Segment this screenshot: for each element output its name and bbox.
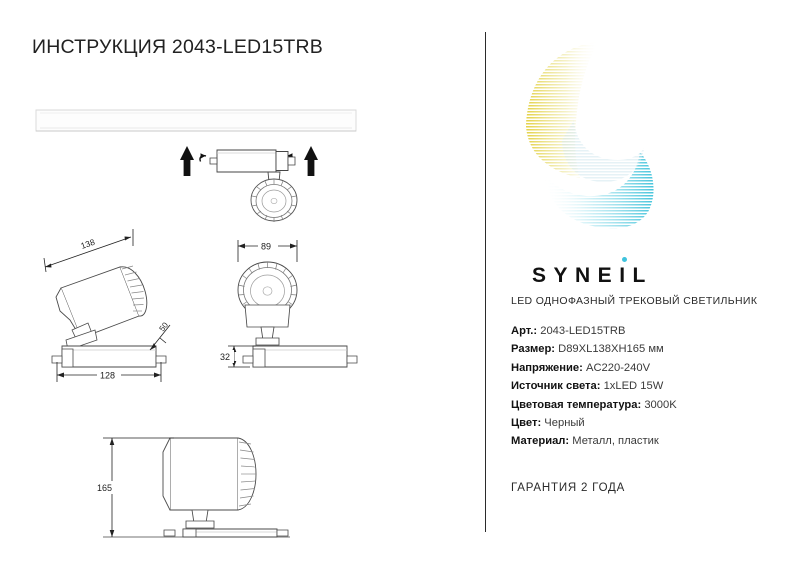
elevation-view-drawing: 165: [96, 437, 290, 538]
product-spec-list: Арт.: 2043-LED15TRB Размер: D89XL138XH16…: [511, 322, 791, 451]
dimension-128: 128: [56, 362, 162, 382]
dimension-138: 138: [43, 229, 134, 273]
dimension-32: 32: [219, 345, 256, 368]
up-arrow-icon-left: [180, 146, 194, 176]
dimension-label: 165: [97, 483, 112, 493]
dimension-label: 32: [220, 352, 230, 362]
spec-label: Цвет:: [511, 417, 542, 430]
dimension-50: 50: [149, 320, 170, 351]
dimension-label: 89: [261, 242, 271, 252]
dimension-165: 165: [96, 437, 174, 537]
spec-label: Размер:: [511, 343, 556, 356]
spec-row: Напряжение: AC220-240V: [511, 359, 791, 377]
dimension-89: 89: [237, 239, 298, 262]
spec-value: 2043-LED15TRB: [540, 325, 626, 337]
vertical-divider: [485, 32, 486, 532]
page-title: ИНСТРУКЦИЯ 2043-LED15TRB: [32, 36, 324, 58]
spec-label: Источник света:: [511, 380, 601, 393]
logo-upper-swoosh: [526, 42, 598, 178]
wordmark-letter-i: I: [619, 257, 633, 287]
spec-row: Цветовая температура: 3000K: [511, 396, 791, 414]
side-view-drawing: 138: [43, 229, 170, 382]
brand-logo: SYNEIL: [504, 36, 684, 287]
product-description: LED ОДНОФАЗНЫЙ ТРЕКОВЫЙ СВЕТИЛЬНИК: [511, 295, 758, 307]
technical-drawings-panel: 138: [35, 109, 358, 538]
warranty-text: ГАРАНТИЯ 2 ГОДА: [511, 482, 626, 494]
spec-value: Металл, пластик: [572, 435, 659, 448]
up-arrow-icon-right: [304, 146, 318, 176]
dimension-label: 138: [79, 237, 96, 251]
spec-value: 1xLED 15W: [603, 380, 664, 393]
spec-value: AC220-240V: [585, 361, 651, 374]
spec-row: Арт.: 2043-LED15TRB: [511, 322, 791, 340]
track-rail-drawing: [35, 109, 357, 132]
spec-value: 3000K: [644, 398, 677, 411]
spec-label: Материал:: [511, 435, 570, 448]
wordmark-part2: L: [632, 264, 653, 287]
syneil-swirl-logo: [526, 42, 654, 229]
spec-row: Цвет: Черный: [511, 414, 791, 432]
spec-label: Цветовая температура:: [511, 398, 642, 411]
dimension-label: 50: [157, 320, 170, 333]
track-mounting-diagram: [180, 146, 318, 222]
dimension-label: 128: [100, 371, 115, 381]
spec-row: Источник света: 1xLED 15W: [511, 377, 791, 395]
product-info-panel: SYNEIL LED ОДНОФАЗНЫЙ ТРЕКОВЫЙ СВЕТИЛЬНИ…: [486, 0, 800, 563]
spec-label: Арт.:: [511, 325, 538, 337]
spec-label: Напряжение:: [511, 361, 583, 374]
rotate-arrow-icon-left: [199, 153, 207, 162]
wordmark-part1: SYNE: [532, 264, 620, 287]
logo-lower-swoosh: [544, 152, 654, 229]
front-view-drawing: 89: [219, 239, 358, 368]
spec-value: Черный: [544, 417, 585, 430]
spec-row: Материал: Металл, пластик: [511, 432, 791, 450]
spec-row: Размер: D89XL138XH165 мм: [511, 340, 791, 358]
brand-wordmark: SYNEIL: [532, 257, 653, 288]
logo-connector-band: [562, 120, 644, 182]
spec-value: D89XL138XH165 мм: [558, 343, 664, 356]
